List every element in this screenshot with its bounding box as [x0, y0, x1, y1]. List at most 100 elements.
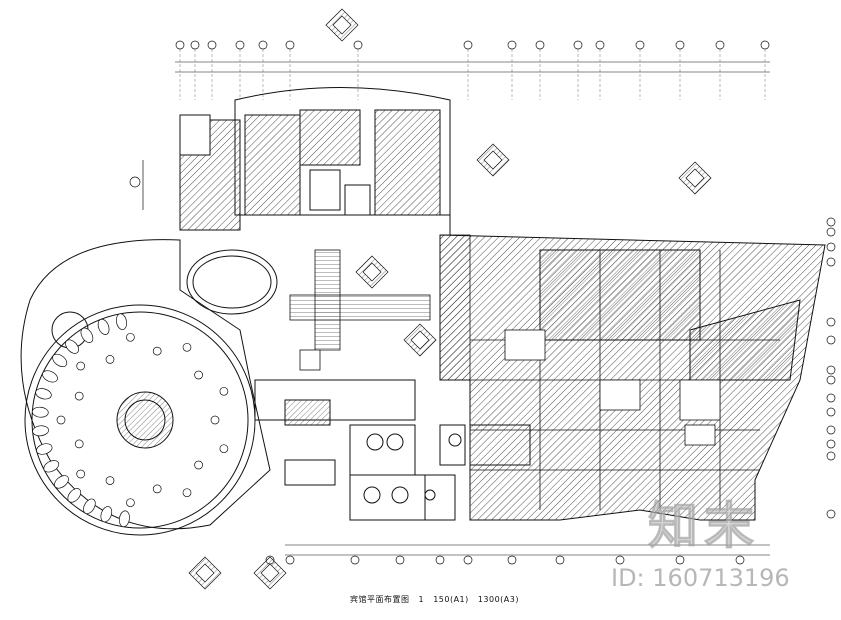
axis-bubble	[760, 40, 770, 50]
axis-bubble	[207, 40, 217, 50]
axis-bubble	[635, 40, 645, 50]
table	[105, 476, 115, 485]
north-arrow	[129, 160, 144, 210]
booth	[97, 318, 110, 335]
table	[194, 370, 203, 380]
booth	[43, 460, 60, 473]
bottom-axis-bubbles	[265, 555, 745, 565]
axis-bubble	[507, 555, 517, 565]
axis-bubble	[826, 242, 836, 252]
table	[76, 361, 86, 371]
axis-bubble	[258, 40, 268, 50]
axis-bubble	[573, 40, 583, 50]
booth	[32, 425, 49, 437]
axis-bubble	[826, 425, 836, 435]
diamond-tag	[355, 255, 389, 289]
top-axis-bubbles	[175, 40, 770, 50]
axis-bubble	[826, 407, 836, 417]
axis-bubble	[826, 365, 836, 375]
lobby-block	[254, 379, 531, 521]
table	[105, 355, 115, 364]
north-block	[179, 87, 451, 235]
booth	[54, 475, 69, 489]
scale-a1: 150(A1)	[433, 595, 469, 604]
axis-bubble	[235, 40, 245, 50]
booth	[35, 388, 52, 400]
axis-bubble	[175, 40, 185, 50]
diamond-tags	[188, 8, 712, 590]
diamond-tag	[403, 323, 437, 357]
axis-bubble	[285, 40, 295, 50]
axis-bubble	[826, 393, 836, 403]
axis-bubble	[675, 40, 685, 50]
table	[152, 484, 162, 494]
table	[182, 342, 192, 352]
table	[74, 391, 84, 401]
east-wing	[439, 234, 826, 521]
booth	[80, 327, 94, 343]
scale-label: 1	[418, 595, 425, 604]
booth	[31, 406, 49, 418]
watermark-logo: 知末	[648, 497, 760, 556]
axis-bubble	[285, 555, 295, 565]
axis-bubble	[826, 335, 836, 345]
axis-bubble	[715, 40, 725, 50]
booth	[83, 498, 96, 514]
booth	[52, 353, 68, 367]
axis-bubble	[353, 40, 363, 50]
booth	[100, 506, 113, 523]
table	[182, 488, 192, 498]
diamond-tag	[325, 8, 359, 42]
axis-bubble	[615, 555, 625, 565]
scale-a3: 1300(A3)	[477, 595, 519, 604]
axis-bubble	[435, 555, 445, 565]
diamond-tag	[188, 556, 222, 590]
table	[194, 460, 203, 470]
table	[56, 415, 66, 425]
booth	[36, 443, 53, 455]
axis-bubble	[463, 40, 473, 50]
booth	[118, 510, 130, 528]
table	[152, 346, 162, 356]
watermark-id: ID: 160713196	[611, 564, 790, 592]
booth	[42, 370, 58, 383]
axis-bubble	[826, 439, 836, 449]
axis-bubble	[826, 451, 836, 461]
axis-bubble	[826, 375, 836, 385]
booth	[67, 488, 82, 503]
booth	[65, 339, 80, 354]
drawing-caption: 宾馆平面布置图 1 150(A1) 1300(A3)	[350, 594, 525, 605]
table	[210, 415, 220, 425]
axis-bubble	[675, 555, 685, 565]
axis-bubble	[826, 317, 836, 327]
axis-bubble	[535, 40, 545, 50]
axis-bubble	[735, 555, 745, 565]
table	[126, 332, 135, 342]
axis-bubble	[190, 40, 200, 50]
table	[126, 498, 135, 508]
top-dimension-lines	[175, 61, 770, 556]
diamond-tag	[253, 556, 287, 590]
axis-bubble	[826, 227, 836, 237]
axis-bubble	[826, 257, 836, 267]
axis-bubble	[555, 555, 565, 565]
axis-bubble	[826, 509, 836, 519]
axis-bubble	[395, 555, 405, 565]
axis-bubble	[595, 40, 605, 50]
restaurant-booths	[31, 313, 130, 528]
booth	[116, 313, 127, 330]
table	[219, 386, 229, 396]
restaurant-tables	[56, 332, 229, 508]
axis-bubble	[826, 217, 836, 227]
table	[219, 444, 229, 454]
right-axis-bubbles	[826, 217, 836, 519]
central-stairs	[289, 234, 471, 381]
diamond-tag	[678, 161, 712, 195]
circular-restaurant	[20, 239, 278, 536]
grid-lines	[179, 49, 766, 100]
table	[74, 439, 84, 449]
axis-bubble	[507, 40, 517, 50]
axis-bubble	[350, 555, 360, 565]
diamond-tag	[476, 143, 510, 177]
